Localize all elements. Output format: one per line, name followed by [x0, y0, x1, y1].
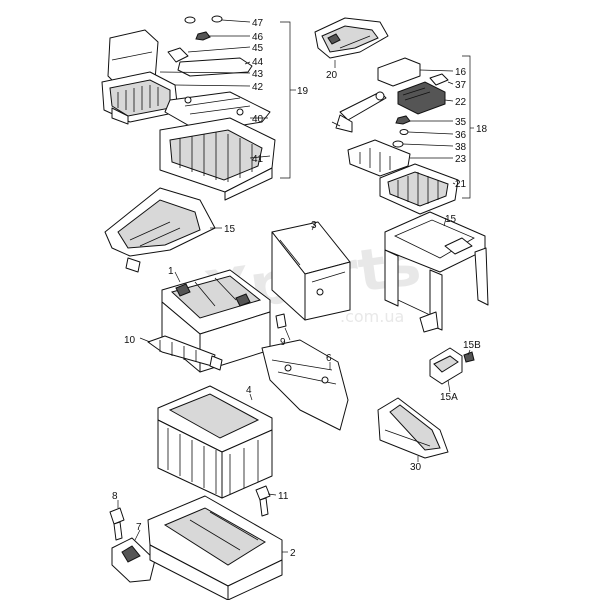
callout-20: 20: [326, 70, 338, 81]
callout-36: 36: [455, 130, 467, 141]
fuse-block-21: [379, 163, 459, 215]
washer-47b: [211, 15, 223, 23]
callout-15-right: 15: [445, 214, 457, 225]
callout-6: 6: [326, 353, 332, 364]
nut-46: [195, 31, 211, 41]
callout-4: 4: [246, 385, 252, 396]
callout-15B: 15B: [463, 340, 481, 351]
washer-47: [184, 16, 196, 24]
small-hardware-group-top: [167, 15, 253, 77]
callout-15-left: 15: [224, 224, 236, 235]
fuse-box-base-41: [159, 117, 276, 201]
small-hardware-group-right: [392, 115, 411, 148]
callout-labels: 47 46 45 44 43 42 19 40 41 20 16 37 22 3…: [112, 18, 488, 559]
nut-35: [395, 115, 411, 125]
battery-cover-3: [271, 221, 351, 321]
relay-16: [377, 57, 421, 87]
control-unit-22: [397, 81, 446, 115]
callout-30: 30: [410, 462, 422, 473]
callout-21: 21: [455, 179, 467, 190]
callout-23: 23: [455, 154, 467, 165]
bracket-30: [377, 397, 449, 459]
callout-9: 9: [280, 337, 286, 348]
callout-1: 1: [168, 266, 174, 277]
relay-group: [377, 57, 449, 115]
heat-shield-6: [261, 339, 349, 431]
washer-38: [392, 140, 404, 148]
callout-7: 7: [136, 522, 142, 533]
callout-11: 11: [278, 491, 289, 502]
callout-35: 35: [455, 117, 467, 128]
callout-42: 42: [252, 82, 264, 93]
leader-lines: [117, 19, 474, 553]
callout-46: 46: [252, 32, 264, 43]
fuse-carrier-40: [164, 91, 271, 133]
callout-15A: 15A: [440, 392, 458, 403]
battery-holder-rail-15-left: [104, 187, 216, 273]
callout-16: 16: [455, 67, 467, 78]
callout-2: 2: [290, 548, 296, 559]
callout-18: 18: [476, 124, 488, 135]
callout-43: 43: [252, 69, 264, 80]
connector-37: [429, 73, 449, 86]
clamp-plate-7: [111, 537, 156, 583]
battery-tray-2: [147, 495, 283, 600]
callout-47: 47: [252, 18, 264, 29]
bolt-11: [255, 485, 271, 517]
strap-44: [177, 57, 253, 77]
clamp-15A: [429, 347, 463, 385]
callout-3: 3: [311, 220, 317, 231]
clip-45: [167, 47, 189, 63]
battery-box-4: [157, 385, 273, 499]
callout-22: 22: [455, 97, 467, 108]
callout-10: 10: [124, 335, 136, 346]
callout-40: 40: [252, 114, 264, 125]
holder-arm-18: [331, 91, 387, 133]
callout-44: 44: [252, 57, 264, 68]
bolt-8: [109, 507, 125, 541]
washer-36: [399, 129, 409, 135]
callout-41: 41: [252, 154, 264, 165]
callout-19: 19: [297, 86, 309, 97]
watermark-domain: .com.ua: [340, 307, 404, 326]
terminal-block-23: [347, 139, 411, 177]
vent-hose-10: [147, 335, 223, 371]
screw-15B: [463, 351, 475, 363]
callout-8: 8: [112, 491, 118, 502]
bracket-20: [314, 17, 389, 59]
callout-45: 45: [252, 43, 264, 54]
callout-37: 37: [455, 80, 467, 91]
battery-tray-frame-15-right: [384, 211, 489, 333]
fuse-box-cover-part: [101, 29, 179, 125]
callout-38: 38: [455, 142, 467, 153]
